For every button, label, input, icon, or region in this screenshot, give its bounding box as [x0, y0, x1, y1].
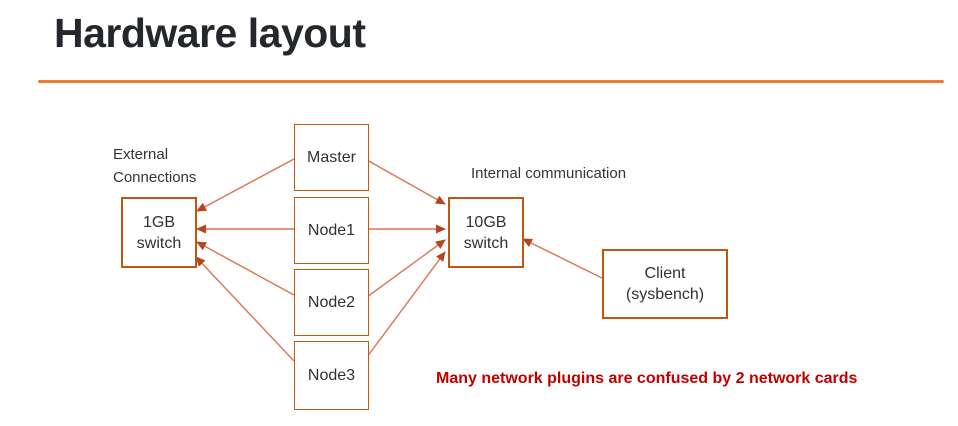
connector-client-to-10gb-switch [522, 238, 603, 279]
box-node3-label: Node3 [307, 367, 356, 384]
box-10gb-switch: 10GB switch [448, 197, 524, 268]
connector-node3-to-1gb-switch [195, 256, 295, 362]
box-client-sysbench: Client (sysbench) [602, 249, 728, 319]
box-node1: Node1 [294, 197, 369, 264]
box-node3: Node3 [294, 341, 369, 410]
box-1gb-switch: 1GB switch [121, 197, 197, 268]
box-master: Master [294, 124, 369, 191]
box-node2: Node2 [294, 269, 369, 336]
connector-master-to-1gb-switch [196, 158, 295, 212]
box-master-label: Master [307, 149, 356, 166]
connector-node2-to-1gb-switch [196, 241, 295, 296]
slide-title: Hardware layout [54, 10, 366, 56]
box-client-sysbench-label: Client (sysbench) [625, 265, 705, 303]
box-1gb-switch-label: 1GB switch [136, 213, 182, 252]
box-10gb-switch-label: 10GB switch [463, 213, 509, 252]
box-node1-label: Node1 [307, 222, 356, 239]
note-network-plugins-warning: Many network plugins are confused by 2 n… [436, 370, 858, 387]
box-node2-label: Node2 [307, 294, 356, 311]
connector-node2-to-10gb-switch [366, 239, 446, 298]
label-external-connections: External Connections [113, 146, 197, 186]
connector-master-to-10gb-switch [366, 159, 446, 205]
title-divider [38, 80, 944, 83]
connector-node3-to-10gb-switch [366, 251, 446, 358]
label-internal-communication: Internal communication [471, 165, 627, 182]
